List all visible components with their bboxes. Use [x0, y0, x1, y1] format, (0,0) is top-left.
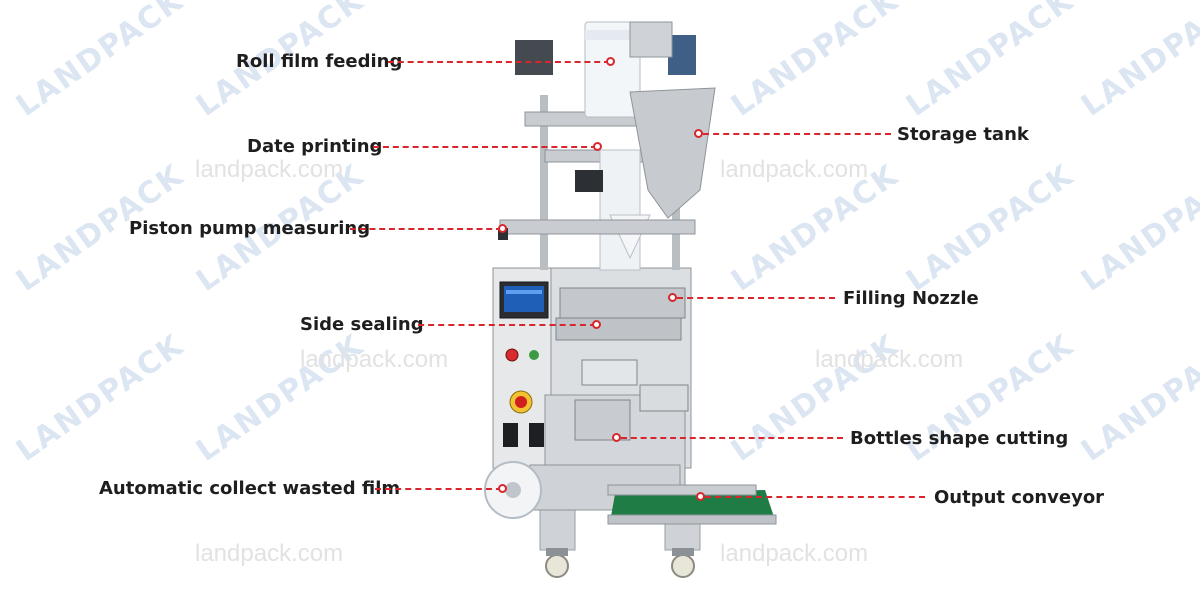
label-date-printing: Date printing	[247, 136, 383, 157]
callout-dot	[694, 129, 703, 138]
watermark-url: landpack.com	[195, 156, 344, 183]
leader-line	[388, 61, 610, 63]
leader-line	[373, 146, 597, 148]
watermark-url: landpack.com	[720, 540, 869, 567]
callout-dot	[498, 224, 507, 233]
callout-dot	[668, 293, 677, 302]
waste-film-roll	[484, 461, 542, 519]
leader-line	[375, 488, 502, 490]
output-conveyor-belt	[607, 484, 777, 525]
leader-line	[703, 133, 891, 135]
label-side-sealing: Side sealing	[300, 314, 424, 335]
label-storage-tank: Storage tank	[897, 124, 1029, 145]
callout-dot	[592, 320, 601, 329]
leader-line	[350, 228, 502, 230]
leader-line	[621, 437, 843, 439]
callout-dot	[606, 57, 615, 66]
label-roll-film-feeding: Roll film feeding	[236, 51, 403, 72]
label-filling-nozzle: Filling Nozzle	[843, 288, 979, 309]
leader-line	[705, 496, 925, 498]
watermark-url: landpack.com	[815, 346, 964, 373]
watermark-url: landpack.com	[720, 156, 869, 183]
watermark-url: landpack.com	[300, 346, 449, 373]
callout-dot	[612, 433, 621, 442]
callout-dot	[593, 142, 602, 151]
upper-frame	[498, 21, 716, 271]
sealing-assembly	[555, 287, 689, 441]
watermark-url: landpack.com	[195, 540, 344, 567]
callout-dot	[498, 484, 507, 493]
control-panel	[499, 281, 549, 447]
label-output-conveyor: Output conveyor	[934, 487, 1105, 508]
leader-line	[418, 324, 596, 326]
label-automatic-collect-wasted-film: Automatic collect wasted film	[99, 478, 401, 499]
label-bottles-shape-cutting: Bottles shape cutting	[850, 428, 1069, 449]
leader-line	[677, 297, 835, 299]
label-piston-pump-measuring: Piston pump measuring	[129, 218, 371, 239]
callout-dot	[696, 492, 705, 501]
